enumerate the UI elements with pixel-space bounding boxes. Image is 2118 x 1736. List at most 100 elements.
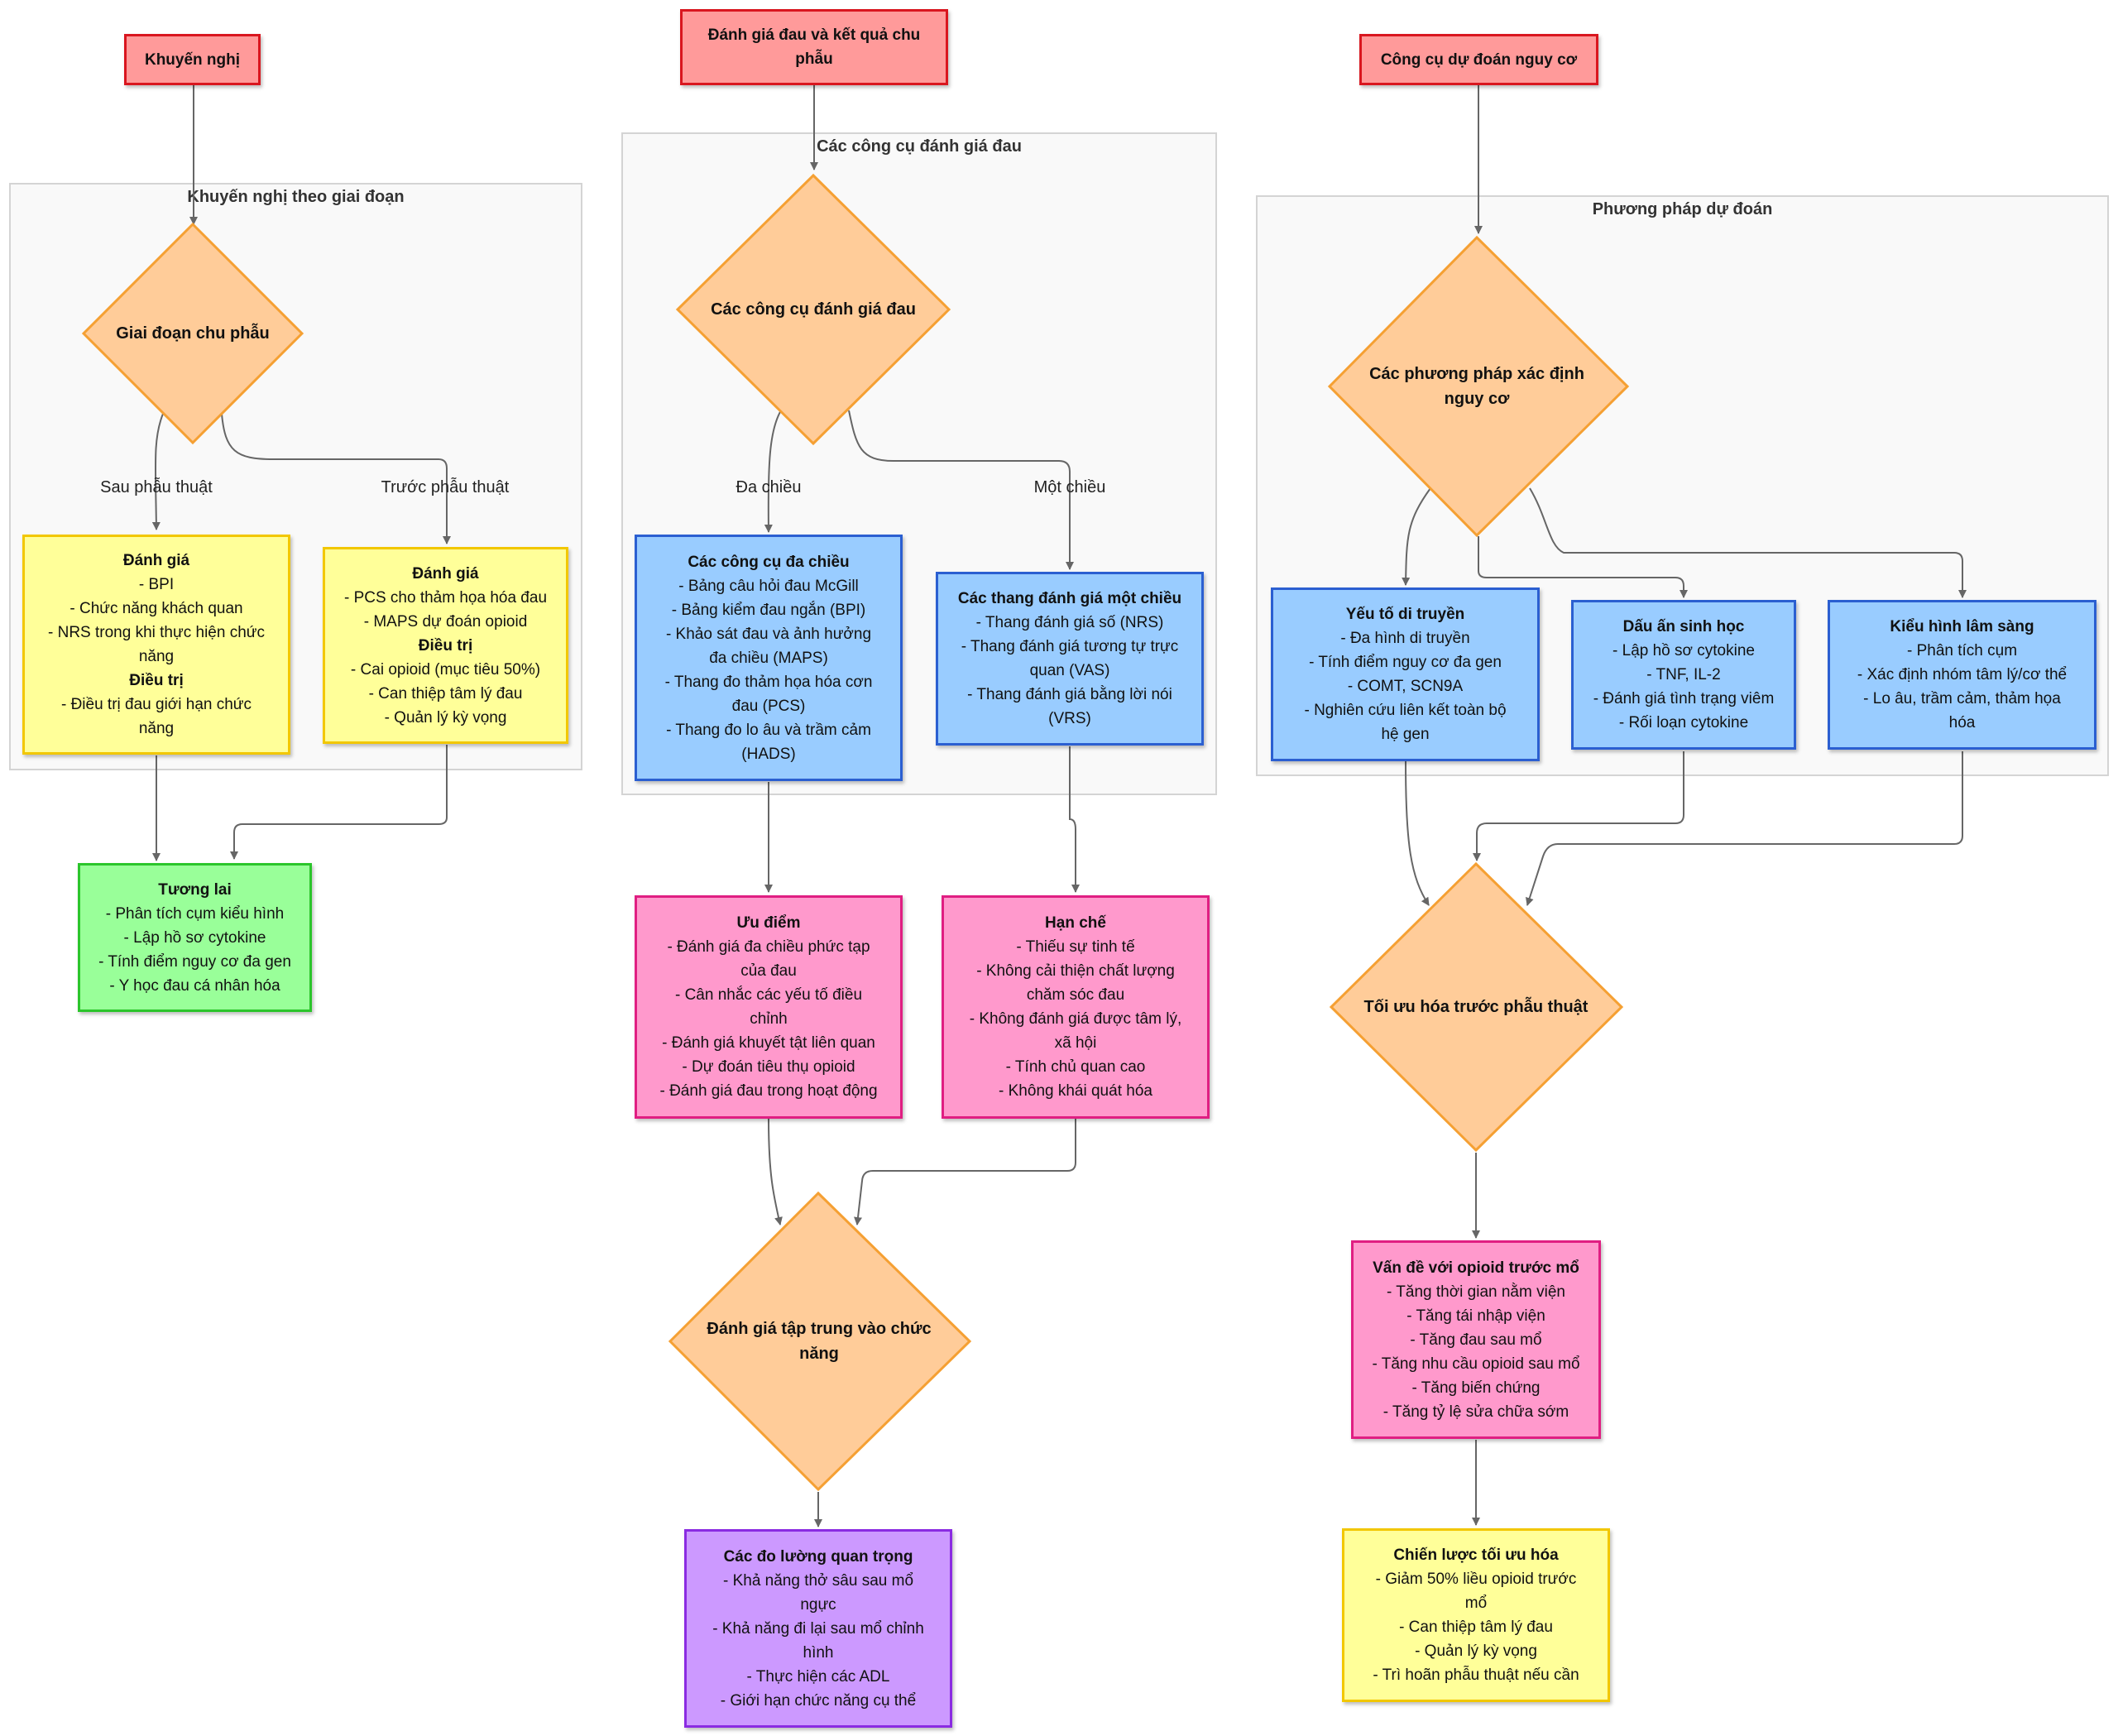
box-item: - Thang đánh giá tương tự trực quan (VAS… <box>961 638 1179 679</box>
decision-diamond <box>81 222 304 445</box>
cluster-title: Các công cụ đánh giá đau <box>817 137 1022 156</box>
multidimensional-tools-box: Các công cụ đa chiều - Bảng câu hỏi đau … <box>635 535 903 781</box>
decision-diamond <box>675 173 951 446</box>
edge-methods-to-genetic <box>1402 487 1431 586</box>
box-title: Dấu ấn sinh học <box>1622 618 1745 635</box>
biomarkers-box: Dấu ấn sinh học - Lập hồ sơ cytokine - T… <box>1571 600 1796 750</box>
box-item: - BPI <box>138 576 175 593</box>
decision-diamond <box>1329 861 1624 1153</box>
box-item: - Tăng biến chứng <box>1411 1379 1541 1397</box>
edge-genetic-to-opt <box>1405 760 1430 906</box>
box-item: - Thực hiện các ADL <box>746 1667 890 1686</box>
box-item: - Đánh giá khuyết tật liên quan <box>662 1034 875 1052</box>
optimization-strategy-box: Chiến lược tối ưu hóa - Giảm 50% liều op… <box>1342 1528 1610 1702</box>
box-item: - Quản lý kỳ vọng <box>1415 1642 1537 1660</box>
box-title: Ưu điểm <box>736 914 801 932</box>
box-item: - Phân tích cụm <box>1906 642 2018 659</box>
box-item: - Đánh giá đa chiều phức tạp của đau <box>667 938 870 980</box>
edge-cons-to-func <box>854 1119 1076 1225</box>
box-title: Yếu tố di truyền <box>1345 606 1465 623</box>
box-item: - Quản lý kỳ vọng <box>384 708 507 727</box>
box-item: - Đánh giá tình trạng viêm <box>1593 690 1775 707</box>
edge-bio-to-opt <box>1473 751 1684 861</box>
box-item: - Thiếu sự tinh tế <box>1016 938 1135 956</box>
box-item: - Xác định nhóm tâm lý/cơ thể <box>1857 666 2068 683</box>
box-item: - Nghiên cứu liên kết toàn bộ hệ gen <box>1304 702 1507 743</box>
box-item: - Tăng nhu cầu opioid sau mổ <box>1372 1355 1580 1373</box>
box-item: - Dự đoán tiêu thụ opioid <box>682 1058 855 1076</box>
box-item: - Giảm 50% liều opioid trước mổ <box>1375 1571 1577 1612</box>
tools-diamond-label: Các công cụ đánh giá đau <box>711 300 916 319</box>
box-title: Điều trị <box>418 636 473 655</box>
header-text: Công cụ dự đoán nguy cơ <box>1380 50 1578 69</box>
box-item: - Chức năng khách quan <box>69 600 243 617</box>
box-item: - Không đánh giá được tâm lý, xã hội <box>969 1010 1182 1052</box>
box-item: - Tăng đau sau mổ <box>1410 1331 1542 1349</box>
function-diamond-label: Đánh giá tập trung vào chức năng <box>707 1320 932 1363</box>
box-title: Các đo lường quan trọng <box>723 1547 913 1566</box>
phase-diamond-label: Giai đoạn chu phẫu <box>116 324 270 343</box>
box-title: Điều trị <box>129 672 184 689</box>
box-item: - TNF, IL-2 <box>1646 666 1721 683</box>
box-title: Hạn chế <box>1045 914 1106 932</box>
box-item: - Phân tích cụm kiểu hình <box>105 904 285 923</box>
box-item: - Giới hạn chức năng cụ thể <box>720 1691 917 1710</box>
box-item: - Can thiệp tâm lý đau <box>368 684 523 703</box>
box-item: - Đa hình di truyền <box>1340 630 1470 647</box>
box-item: - Đánh giá đau trong hoạt động <box>659 1082 878 1100</box>
pre-surgery-box: Đánh giá - PCS cho thảm họa hóa đau - MA… <box>323 547 568 744</box>
box-item: - COMT, SCN9A <box>1347 678 1464 695</box>
box-item: - Tính điểm nguy cơ đa gen <box>1309 654 1502 671</box>
edge-label-multidimensional: Đa chiều <box>736 478 802 496</box>
box-title: Đánh giá <box>122 552 190 569</box>
edge-phase-to-pre <box>221 413 451 544</box>
edge-label-unidimensional: Một chiều <box>1033 478 1106 496</box>
box-item: - Lập hồ sơ cytokine <box>1612 642 1755 659</box>
edge-methods-to-pheno <box>1529 487 1967 598</box>
box-item: - Thang đánh giá số (NRS) <box>975 614 1164 631</box>
clinical-phenotype-box: Kiểu hình lâm sàng - Phân tích cụm - Xác… <box>1828 600 2096 750</box>
header-text: Khuyến nghị <box>144 50 241 69</box>
unidimensional-scales-box: Các thang đánh giá một chiều - Thang đán… <box>936 572 1204 746</box>
edge-label-post-surgery: Sau phẫu thuật <box>100 478 213 496</box>
box-title: Đánh giá <box>412 564 479 583</box>
box-item: - Thang đo thảm họa hóa cơn đau (PCS) <box>664 673 873 715</box>
edge-tools-to-uni <box>848 410 1074 570</box>
box-item: - Khảo sát đau và ảnh hưởng đa chiều (MA… <box>665 625 872 667</box>
box-item: - Tăng tái nhập viện <box>1406 1307 1545 1325</box>
box-item: - Tăng tỷ lệ sửa chữa sớm <box>1382 1403 1569 1421</box>
future-box: Tương lai - Phân tích cụm kiểu hình - Lậ… <box>78 863 312 1012</box>
edge-phase-to-post <box>151 413 164 530</box>
edge-pheno-to-opt <box>1525 751 1963 906</box>
decision-diamond <box>668 1191 972 1492</box>
box-item: - Thang đo lo âu và trầm cảm (HADS) <box>666 721 871 763</box>
box-item: - Bảng câu hỏi đau McGill <box>678 577 859 595</box>
edge-methods-to-bio <box>1478 536 1688 598</box>
box-item: - Thang đánh giá bằng lời nói (VRS) <box>967 686 1172 727</box>
limitations-box: Hạn chế - Thiếu sự tinh tế - Không cải t… <box>942 895 1210 1119</box>
box-item: - Tính điểm nguy cơ đa gen <box>98 952 291 971</box>
cluster-title: Khuyến nghị theo giai đoạn <box>187 188 405 206</box>
box-title: Vấn đề với opioid trước mổ <box>1373 1259 1579 1277</box>
genetic-factors-box: Yếu tố di truyền - Đa hình di truyền - T… <box>1271 587 1540 761</box>
box-title: Kiểu hình lâm sàng <box>1890 618 2034 635</box>
box-item: - Lo âu, trầm cảm, thảm họa hóa <box>1863 690 2061 731</box>
box-title: Tương lai <box>158 880 232 899</box>
edge-pre-to-future <box>230 745 448 860</box>
box-item: - Bảng kiểm đau ngắn (BPI) <box>671 601 866 619</box>
box-item: - PCS cho thảm họa hóa đau <box>343 588 548 607</box>
box-title: Các thang đánh giá một chiều <box>957 590 1182 607</box>
box-item: - Trì hoãn phẫu thuật nếu cần <box>1373 1666 1579 1684</box>
box-item: - Lập hồ sơ cytokine <box>123 928 266 947</box>
box-item: - Tăng thời gian nằm viện <box>1387 1283 1565 1301</box>
edge-tools-to-multi <box>764 410 782 533</box>
opioid-issues-box: Vấn đề với opioid trước mổ - Tăng thời g… <box>1351 1240 1601 1439</box>
pain-assessment-header: Đánh giá đau và kết quả chu phẫu <box>680 9 948 85</box>
box-item: - Khả năng thở sâu sau mổ ngực <box>722 1571 914 1614</box>
box-item: - Khả năng đi lại sau mổ chỉnh hình <box>712 1619 924 1662</box>
header-text: Đánh giá đau và kết quả chu phẫu <box>707 26 921 68</box>
methods-diamond-label: Các phương pháp xác định nguy cơ <box>1369 365 1584 408</box>
box-item: - Điều trị đau giới hạn chức năng <box>60 696 252 737</box>
box-item: - Cai opioid (mục tiêu 50%) <box>350 660 541 679</box>
